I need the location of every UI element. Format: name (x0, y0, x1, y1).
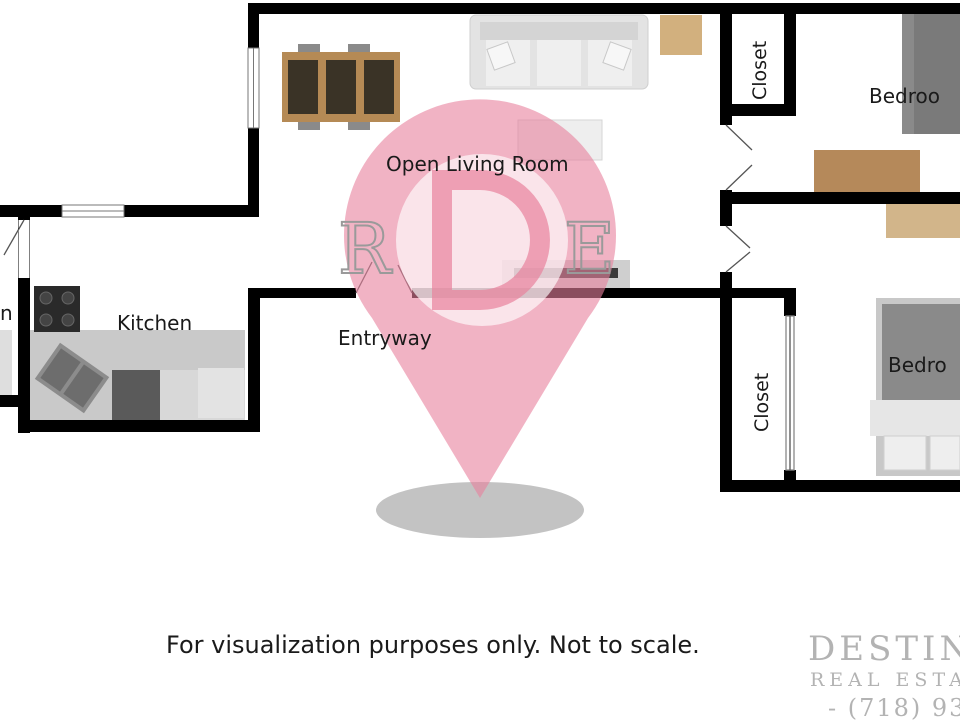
pin-shadow (376, 482, 584, 538)
dining-table (282, 44, 400, 130)
watermark-letter-d (432, 170, 550, 310)
dresser (886, 204, 960, 238)
label-bath-partial: n (0, 301, 13, 325)
label-entryway: Entryway (338, 326, 432, 350)
side-table (660, 15, 702, 55)
dishwasher (112, 370, 160, 420)
disclaimer-text: For visualization purposes only. Not to … (166, 631, 700, 659)
fridge (198, 368, 244, 418)
bedroom-top-furniture (814, 14, 960, 238)
stove (34, 286, 80, 332)
watermark-letter-r: R (338, 208, 393, 290)
brand-phone: - (718) 930 (828, 694, 960, 720)
desk (814, 150, 920, 192)
watermark-letter-e: E (564, 208, 615, 290)
label-closet-bottom: Closet (751, 373, 773, 432)
brand-name: DESTINA (808, 629, 960, 669)
label-open-living-room: Open Living Room (386, 152, 569, 176)
bedroom-bottom-bed (870, 298, 960, 476)
label-bedroom-bottom: Bedro (888, 353, 947, 377)
brand-logo: DESTINA REAL ESTA - (718) 930 (808, 629, 960, 720)
sofa (469, 14, 649, 90)
bathtub-partial (0, 330, 12, 398)
watermark: R E (337, 99, 616, 538)
brand-subtitle: REAL ESTA (810, 669, 960, 691)
label-bedroom-top: Bedroo (869, 84, 940, 108)
windows (61, 47, 260, 218)
label-kitchen: Kitchen (117, 311, 192, 335)
doors (3, 124, 795, 471)
label-closet-top: Closet (749, 41, 771, 100)
kitchen-appliances (30, 286, 245, 420)
kitchen-sink (34, 342, 110, 414)
